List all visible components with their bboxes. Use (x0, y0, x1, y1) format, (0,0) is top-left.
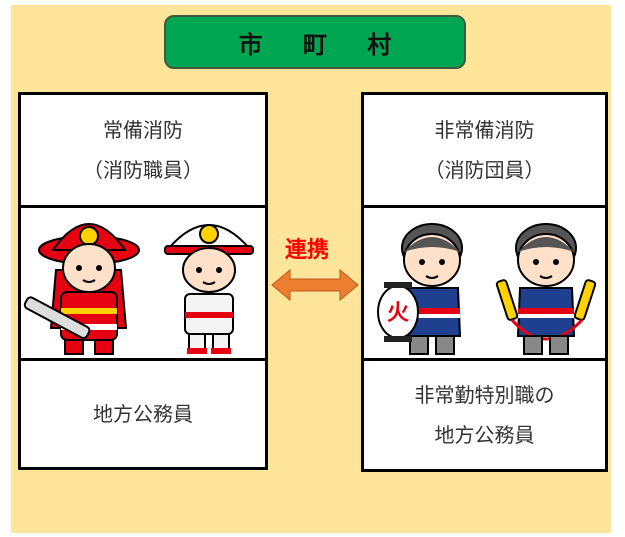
volunteer-ropes-icon (495, 223, 597, 355)
left-footer: 地方公務員 (93, 402, 193, 426)
right-illustration-cell: 火 (364, 208, 605, 358)
title-text: 市 町 村 (238, 30, 408, 59)
right-heading: 非常備消防 (434, 118, 535, 142)
right-footer-line2: 地方公務員 (434, 423, 535, 447)
right-divider-top (364, 205, 605, 208)
left-heading: 常備消防 (103, 118, 183, 142)
left-footer-cell: 地方公務員 (21, 361, 265, 467)
double-arrow-icon (271, 268, 359, 302)
left-column: 常備消防 （消防職員） (18, 92, 268, 470)
left-illustration-cell (21, 208, 265, 358)
left-illustration (23, 223, 254, 355)
right-illustration: 火 (377, 223, 597, 355)
right-subheading: （消防団員） (424, 158, 545, 182)
left-subheading: （消防職員） (83, 158, 203, 182)
firefighter-turnout-icon (23, 223, 140, 355)
right-column: 非常備消防 （消防団員） 火 (361, 92, 608, 472)
firefighter-uniform-icon (164, 224, 254, 354)
right-footer-line1: 非常勤特別職の (414, 383, 555, 407)
right-divider-bottom (364, 358, 605, 361)
volunteer-lantern-icon: 火 (377, 223, 463, 355)
link-label: 連携 (285, 238, 330, 263)
title-box: 市 町 村 (164, 15, 466, 69)
right-header-cell: 非常備消防 （消防団員） (364, 95, 605, 205)
left-divider-top (21, 205, 265, 208)
left-header-cell: 常備消防 （消防職員） (21, 95, 265, 205)
left-divider-bottom (21, 358, 265, 361)
lantern-glyph: 火 (387, 301, 409, 326)
right-footer-cell: 非常勤特別職の 地方公務員 (364, 361, 605, 469)
